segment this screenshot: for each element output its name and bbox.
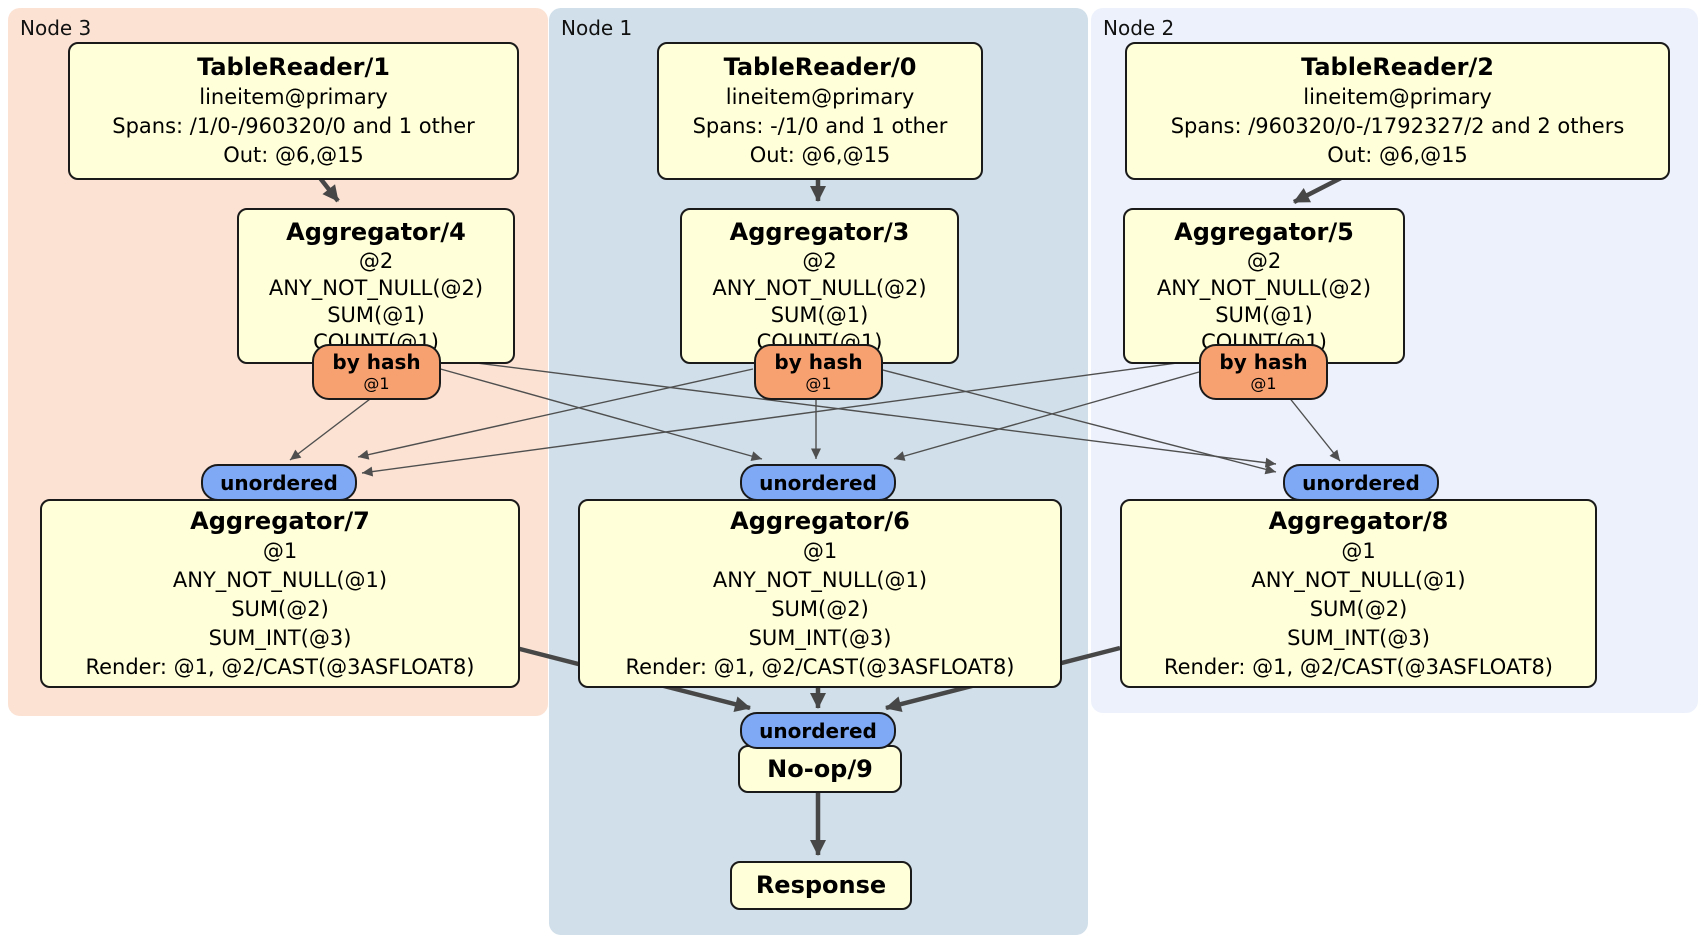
router-label: by hash [1219,350,1308,374]
agg-group-cols: @1 [262,538,298,563]
node1-label: Node 1 [561,16,633,40]
agg-fn: SUM(@1) [327,302,425,327]
node2-label: Node 2 [1103,16,1175,40]
agg-fn: SUM(@1) [770,302,869,327]
processor-title: TableReader/1 [197,53,390,81]
processor-title: Aggregator/7 [190,506,370,535]
router-hash-columns: @1 [805,374,832,393]
processor-out: Out: @6,@15 [749,143,891,167]
processor-title: No-op/9 [767,754,873,783]
sync-label: unordered [1302,470,1420,495]
response-node: Response [730,861,912,910]
processor-title: Aggregator/6 [730,506,910,535]
node3-label: Node 3 [20,16,92,40]
processor-title: Aggregator/3 [729,217,910,246]
processor-title: Aggregator/4 [286,217,466,246]
agg-fn: SUM_INT(@3) [208,625,352,650]
processor-index: lineitem@primary [1303,85,1492,109]
processor-aggregator-6: Aggregator/6 @1 ANY_NOT_NULL(@1) SUM(@2)… [578,499,1062,688]
agg-fn: ANY_NOT_NULL(@1) [1251,567,1466,592]
agg-group-cols: @2 [358,248,394,273]
processor-tablereader-0: TableReader/0 lineitem@primary Spans: -/… [657,42,983,180]
processor-title: Aggregator/8 [1268,506,1449,535]
agg-fn: SUM(@2) [231,596,329,621]
hash-router-node2: by hash @1 [1199,344,1328,400]
agg-fn: ANY_NOT_NULL(@1) [712,567,928,592]
agg-render: Render: @1, @2/CAST(@3ASFLOAT8) [625,654,1015,679]
hash-router-node1: by hash @1 [754,344,883,400]
processor-index: lineitem@primary [199,85,388,109]
router-hash-columns: @1 [1250,374,1277,393]
agg-fn: SUM(@1) [1215,302,1313,327]
unordered-sync-node2: unordered [1283,464,1439,501]
processor-out: Out: @6,@15 [223,143,364,167]
processor-aggregator-8: Aggregator/8 @1 ANY_NOT_NULL(@1) SUM(@2)… [1120,499,1597,688]
hash-router-node3: by hash @1 [312,344,441,400]
processor-aggregator-4: Aggregator/4 @2 ANY_NOT_NULL(@2) SUM(@1)… [237,208,515,364]
sync-label: unordered [759,718,877,743]
router-label: by hash [332,350,421,374]
unordered-sync-final: unordered [740,712,896,749]
processor-noop-9: No-op/9 [738,745,902,793]
agg-render: Render: @1, @2/CAST(@3ASFLOAT8) [85,654,475,679]
sync-label: unordered [759,470,877,495]
agg-group-cols: @1 [1341,538,1376,563]
processor-aggregator-5: Aggregator/5 @2 ANY_NOT_NULL(@2) SUM(@1)… [1123,208,1405,364]
router-label: by hash [774,350,863,374]
agg-fn: ANY_NOT_NULL(@2) [1156,275,1372,300]
processor-aggregator-3: Aggregator/3 @2 ANY_NOT_NULL(@2) SUM(@1)… [680,208,959,364]
processor-tablereader-1: TableReader/1 lineitem@primary Spans: /1… [68,42,519,180]
agg-group-cols: @2 [802,248,837,273]
agg-fn: ANY_NOT_NULL(@1) [172,567,388,592]
processor-title: TableReader/2 [1301,53,1494,81]
agg-group-cols: @2 [1246,248,1282,273]
processor-spans: Spans: /960320/0-/1792327/2 and 2 others [1170,114,1625,138]
agg-group-cols: @1 [802,538,838,563]
processor-spans: Spans: /1/0-/960320/0 and 1 other [112,114,475,138]
agg-fn: SUM(@2) [1309,596,1408,621]
processor-aggregator-7: Aggregator/7 @1 ANY_NOT_NULL(@1) SUM(@2)… [40,499,520,688]
agg-fn: ANY_NOT_NULL(@2) [712,275,927,300]
processor-tablereader-2: TableReader/2 lineitem@primary Spans: /9… [1125,42,1670,180]
processor-title: TableReader/0 [723,53,917,81]
sync-label: unordered [220,470,338,495]
agg-render: Render: @1, @2/CAST(@3ASFLOAT8) [1163,654,1554,679]
response-title: Response [755,871,887,899]
router-hash-columns: @1 [363,374,390,393]
agg-fn: SUM_INT(@3) [748,625,892,650]
agg-fn: ANY_NOT_NULL(@2) [268,275,484,300]
unordered-sync-node3: unordered [201,464,357,501]
processor-spans: Spans: -/1/0 and 1 other [692,114,948,138]
processor-title: Aggregator/5 [1174,217,1354,246]
agg-fn: SUM_INT(@3) [1287,625,1430,650]
unordered-sync-node1: unordered [740,464,896,501]
processor-index: lineitem@primary [725,85,915,109]
agg-fn: SUM(@2) [771,596,869,621]
processor-out: Out: @6,@15 [1327,143,1468,167]
